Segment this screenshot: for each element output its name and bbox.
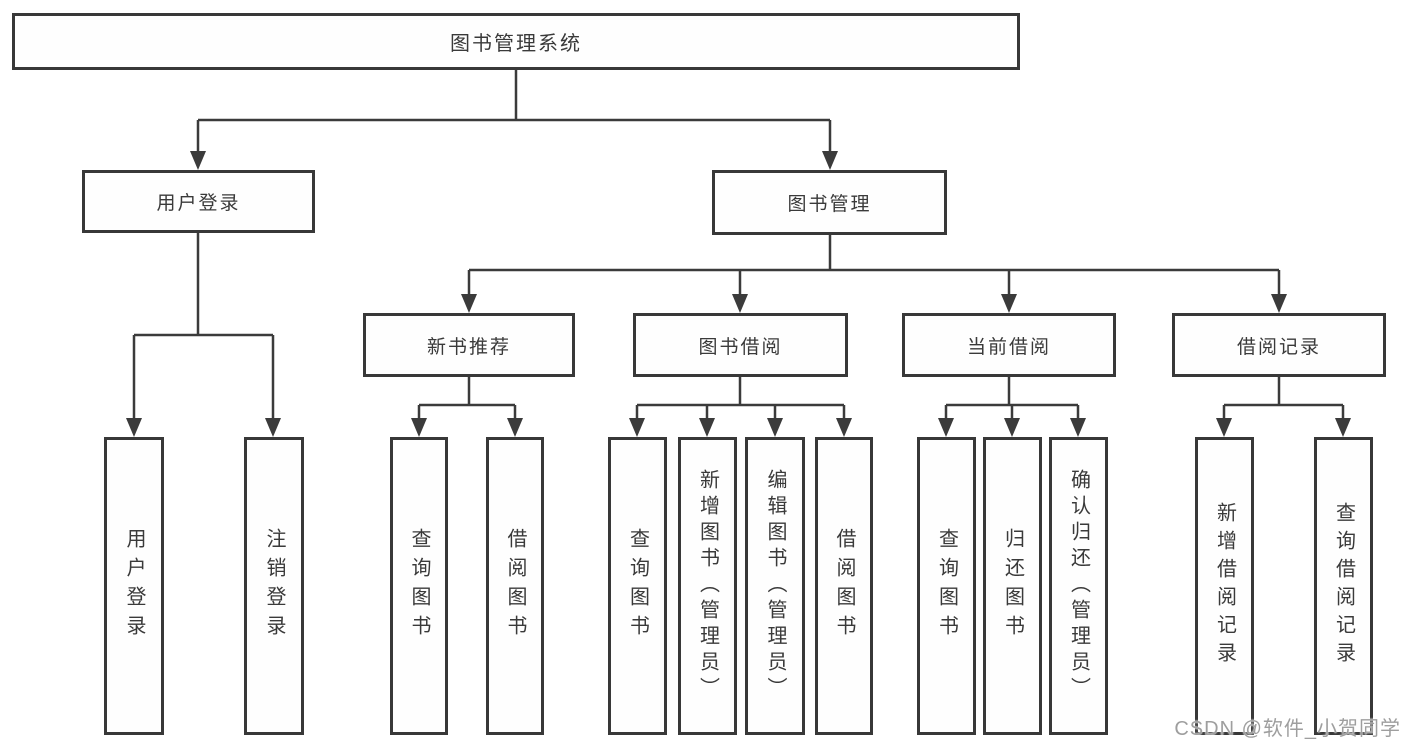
leaf-borrow-books-under-borrowing: 借阅图书: [815, 437, 873, 735]
node-user-login: 用户登录: [82, 170, 315, 233]
csdn-watermark: CSDN @软件_小贺同学: [1174, 718, 1401, 740]
node-root-library-system: 图书管理系统: [12, 13, 1020, 70]
leaf-query-books-under-recommendation: 查询图书: [390, 437, 448, 735]
connector-root-to-children: [190, 70, 838, 170]
leaf-logout-login: 注销登录: [244, 437, 304, 735]
leaf-confirm-return-admin: 确认归还（管理员）: [1049, 437, 1108, 735]
node-new-book-recommendation: 新书推荐: [363, 313, 575, 377]
leaf-add-borrow-record: 新增借阅记录: [1195, 437, 1254, 735]
node-current-borrowing: 当前借阅: [902, 313, 1116, 377]
leaf-borrow-books-under-recommendation: 借阅图书: [486, 437, 544, 735]
leaf-user-login: 用户登录: [104, 437, 164, 735]
node-book-borrowing: 图书借阅: [633, 313, 848, 377]
leaf-query-borrow-record: 查询借阅记录: [1314, 437, 1373, 735]
connector-user-login-to-children: [126, 233, 281, 437]
leaf-query-books-under-borrowing: 查询图书: [608, 437, 667, 735]
connector-book-mgmt-to-children: [461, 235, 1287, 313]
connector-current-borrow-to-children: [938, 377, 1086, 437]
node-borrowing-records: 借阅记录: [1172, 313, 1386, 377]
connector-new-book-rec-to-children: [411, 377, 523, 437]
leaf-query-books-under-current: 查询图书: [917, 437, 976, 735]
connector-book-borrow-to-children: [629, 377, 852, 437]
leaf-add-books-admin: 新增图书（管理员）: [678, 437, 737, 735]
leaf-edit-books-admin: 编辑图书（管理员）: [745, 437, 805, 735]
leaf-return-books: 归还图书: [983, 437, 1042, 735]
node-book-management: 图书管理: [712, 170, 947, 235]
connector-borrow-records-to-children: [1216, 377, 1351, 437]
